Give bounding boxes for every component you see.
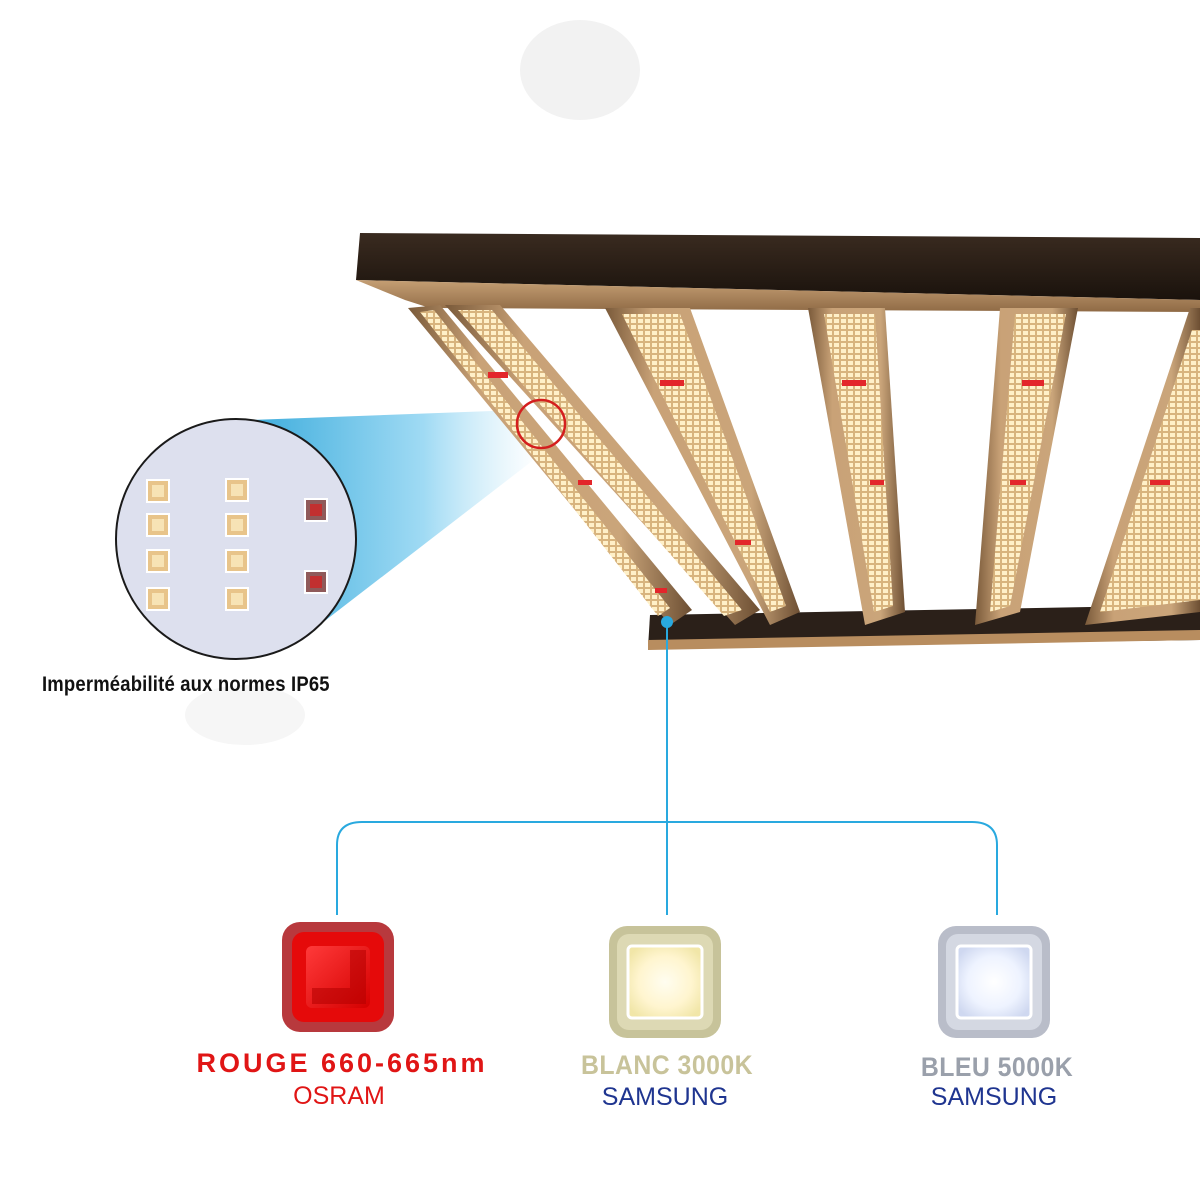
loupe-led-column-1 <box>146 479 170 611</box>
shadow-top <box>520 20 640 120</box>
red-chip-name: ROUGE 660-665nm <box>196 1048 488 1078</box>
warm-white-led-chip-icon <box>609 926 721 1038</box>
fixture-top-rail <box>356 280 1200 312</box>
ip65-caption: Imperméabilité aux normes IP65 <box>42 673 330 696</box>
zoom-focus-ring <box>515 398 567 450</box>
fixture-bottom-rail-edge <box>648 630 1200 650</box>
red-led-chip-icon <box>282 922 394 1032</box>
warm-white-chip-name: BLANC 3000K <box>580 1050 754 1080</box>
light-bar-5 <box>1085 308 1200 625</box>
light-bar-4 <box>975 308 1078 625</box>
light-bar-1 <box>408 305 760 625</box>
loupe-led-column-2 <box>225 478 249 611</box>
cool-white-led-chip-icon <box>938 926 1050 1038</box>
cool-white-chip-name: BLEU 5000K <box>920 1052 1074 1082</box>
grow-light-fixture <box>356 233 1200 650</box>
shadow-left <box>185 685 305 745</box>
magnifier-loupe <box>115 418 357 660</box>
light-bar-3 <box>808 308 905 625</box>
connector-lines <box>336 616 998 915</box>
loupe-red-leds <box>304 498 328 594</box>
light-bar-2 <box>605 308 800 625</box>
red-chip-brand: OSRAM <box>293 1082 385 1110</box>
warm-white-chip-brand: SAMSUNG <box>601 1083 729 1111</box>
red-led-accents <box>488 372 1170 593</box>
fixture-top-frame <box>356 233 1200 300</box>
cool-white-chip-brand: SAMSUNG <box>930 1083 1058 1111</box>
